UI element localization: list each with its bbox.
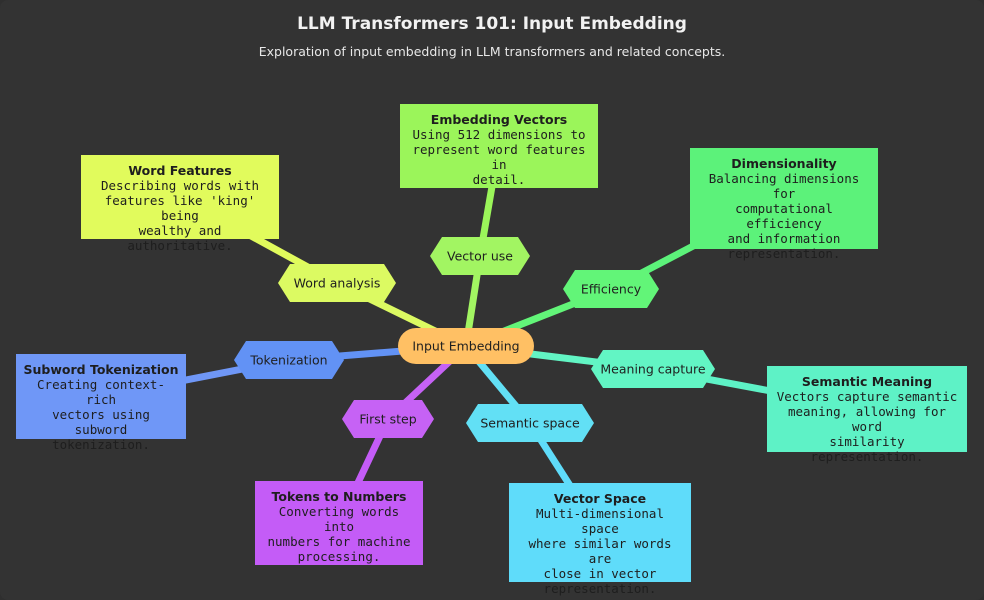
center-layer: Input Embedding <box>398 328 534 364</box>
branch-label: Semantic space <box>480 416 580 431</box>
card-title: Subword Tokenization <box>23 362 179 377</box>
branch-node[interactable]: Tokenization <box>234 341 344 379</box>
branch-node[interactable]: Vector use <box>430 237 530 275</box>
diagram-subtitle: Exploration of input embedding in LLM tr… <box>258 44 726 59</box>
branch-nodes-layer: Word analysis Vector useEfficiencyMeaning… <box>234 237 715 442</box>
card-title: Tokens to Numbers <box>271 489 407 504</box>
branch-node[interactable]: Meaning capture <box>591 350 715 388</box>
branch-label: Word analysis <box>294 276 381 291</box>
center-label: Input Embedding <box>412 339 519 354</box>
branch-label: Tokenization <box>249 353 327 368</box>
center-pill <box>398 328 534 364</box>
branch-hexagon <box>430 237 530 275</box>
center-node[interactable]: Input Embedding <box>398 328 534 364</box>
card-title: Word Features <box>128 163 232 178</box>
branch-node[interactable]: Efficiency <box>563 270 659 308</box>
card-title: Dimensionality <box>731 156 837 171</box>
branch-hexagon <box>278 264 396 302</box>
branch-hexagon <box>591 350 715 388</box>
branch-node[interactable]: First step <box>342 400 434 438</box>
diagram-title: LLM Transformers 101: Input Embedding <box>297 14 687 34</box>
branch-hexagon <box>234 341 344 379</box>
branch-label: Meaning capture <box>600 362 706 377</box>
branch-label: First step <box>359 412 416 427</box>
card-title: Vector Space <box>553 491 647 506</box>
card-title: Semantic Meaning <box>801 374 933 389</box>
branch-node[interactable]: Semantic space <box>466 404 594 442</box>
branch-hexagon <box>466 404 594 442</box>
branch-hexagon <box>342 400 434 438</box>
card-title: Embedding Vectors <box>430 112 568 127</box>
branch-label: Vector use <box>447 249 513 264</box>
branch-hexagon <box>563 270 659 308</box>
branch-label: Efficiency <box>581 282 642 297</box>
branch-node[interactable]: Word analysis <box>278 264 396 302</box>
